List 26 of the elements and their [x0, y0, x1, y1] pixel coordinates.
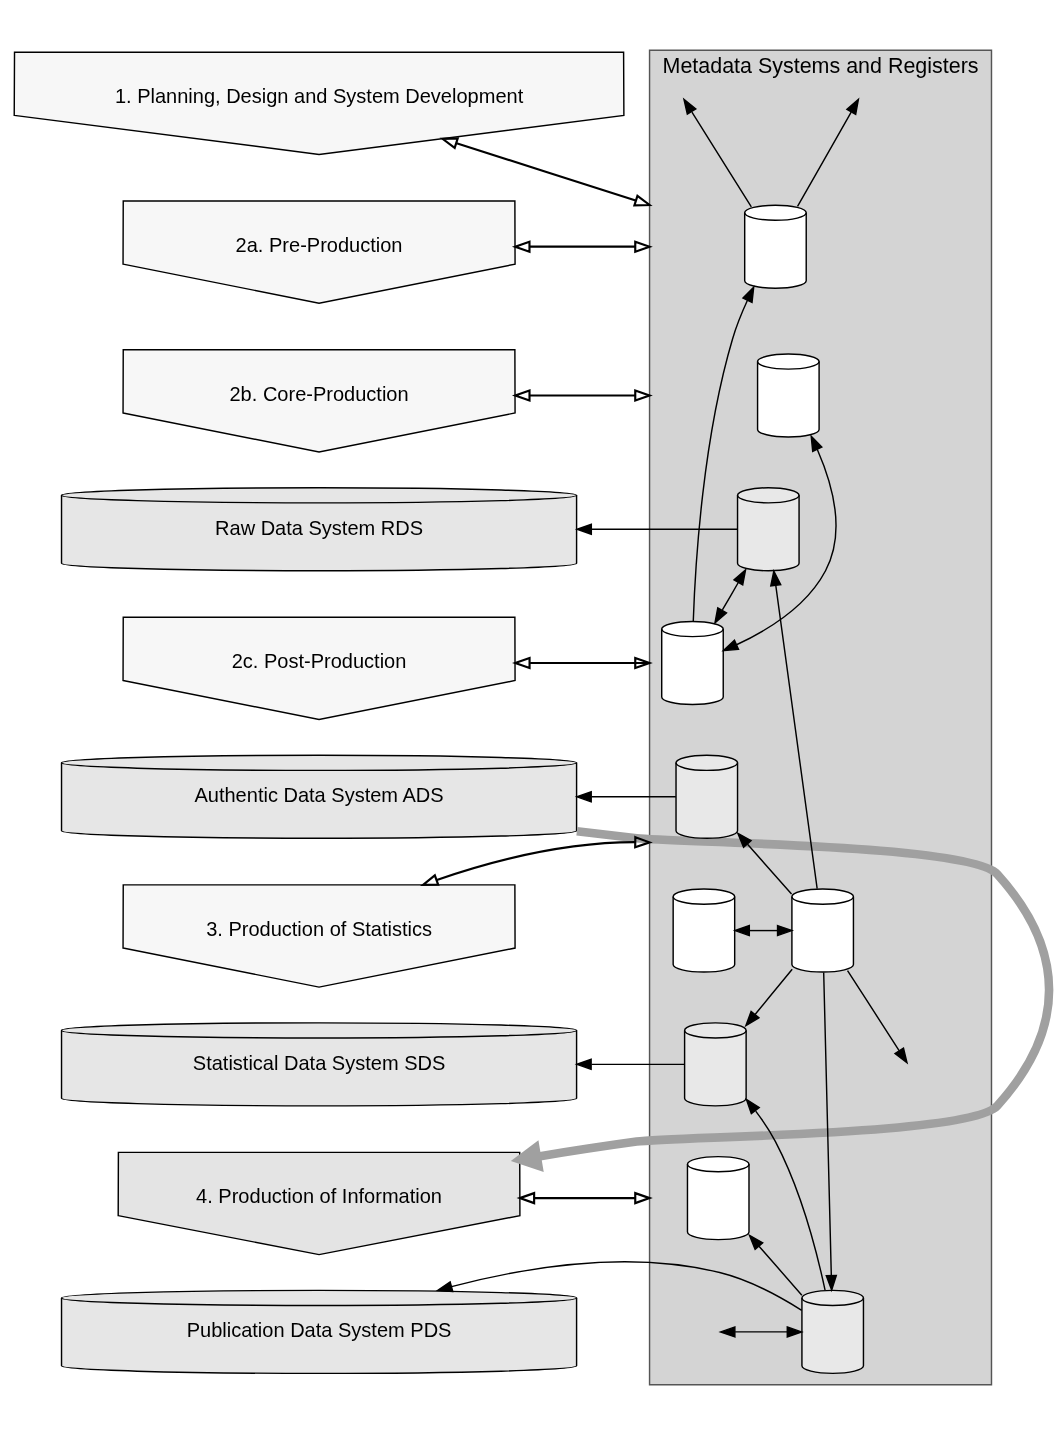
arrow	[692, 284, 755, 622]
arrow	[682, 97, 753, 208]
arrow	[822, 971, 838, 1292]
arrow	[574, 1057, 686, 1070]
arrow	[736, 831, 793, 895]
arrow	[748, 1233, 803, 1296]
arrow	[732, 924, 795, 937]
arrow	[516, 1191, 653, 1205]
arrow	[512, 656, 653, 670]
arrow	[713, 567, 747, 625]
arrow	[846, 969, 909, 1065]
arrow	[796, 97, 860, 207]
arrow	[511, 388, 653, 402]
arrow	[511, 239, 653, 253]
cluster: Metadata Systems and Registers	[648, 48, 993, 1386]
arrow	[439, 136, 653, 207]
arrow	[574, 790, 677, 803]
arrow	[419, 835, 653, 886]
arrow	[574, 522, 738, 535]
arrow	[435, 1260, 803, 1311]
arrow	[718, 1325, 804, 1338]
arrow	[745, 1097, 826, 1291]
arrow	[721, 433, 837, 651]
arrow	[510, 826, 1054, 1172]
arrow	[744, 967, 793, 1027]
arrow	[769, 568, 818, 889]
